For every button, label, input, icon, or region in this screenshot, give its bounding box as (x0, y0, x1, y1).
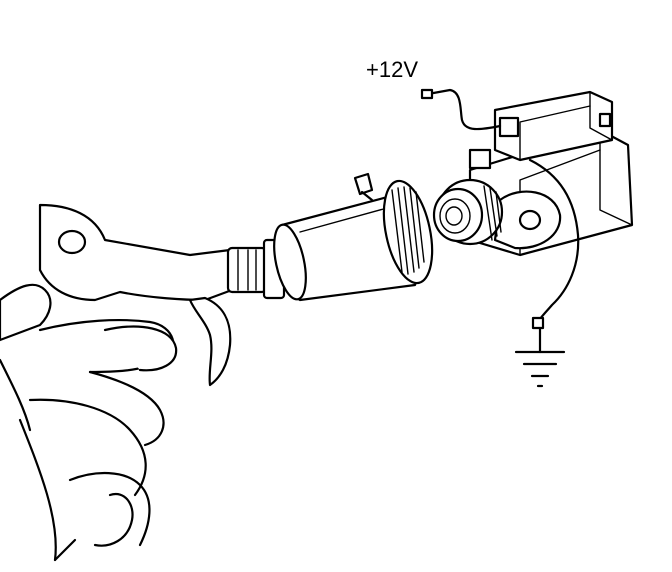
hand-with-blow-gun (0, 203, 234, 562)
solenoid-assembly (432, 90, 634, 257)
armature-end (353, 172, 434, 285)
wiring (420, 88, 580, 354)
ground-symbol-icon (514, 350, 566, 388)
ground-lead-terminal (531, 316, 545, 330)
positive-lead-terminal (420, 88, 434, 100)
voltage-label: +12V (366, 57, 418, 82)
